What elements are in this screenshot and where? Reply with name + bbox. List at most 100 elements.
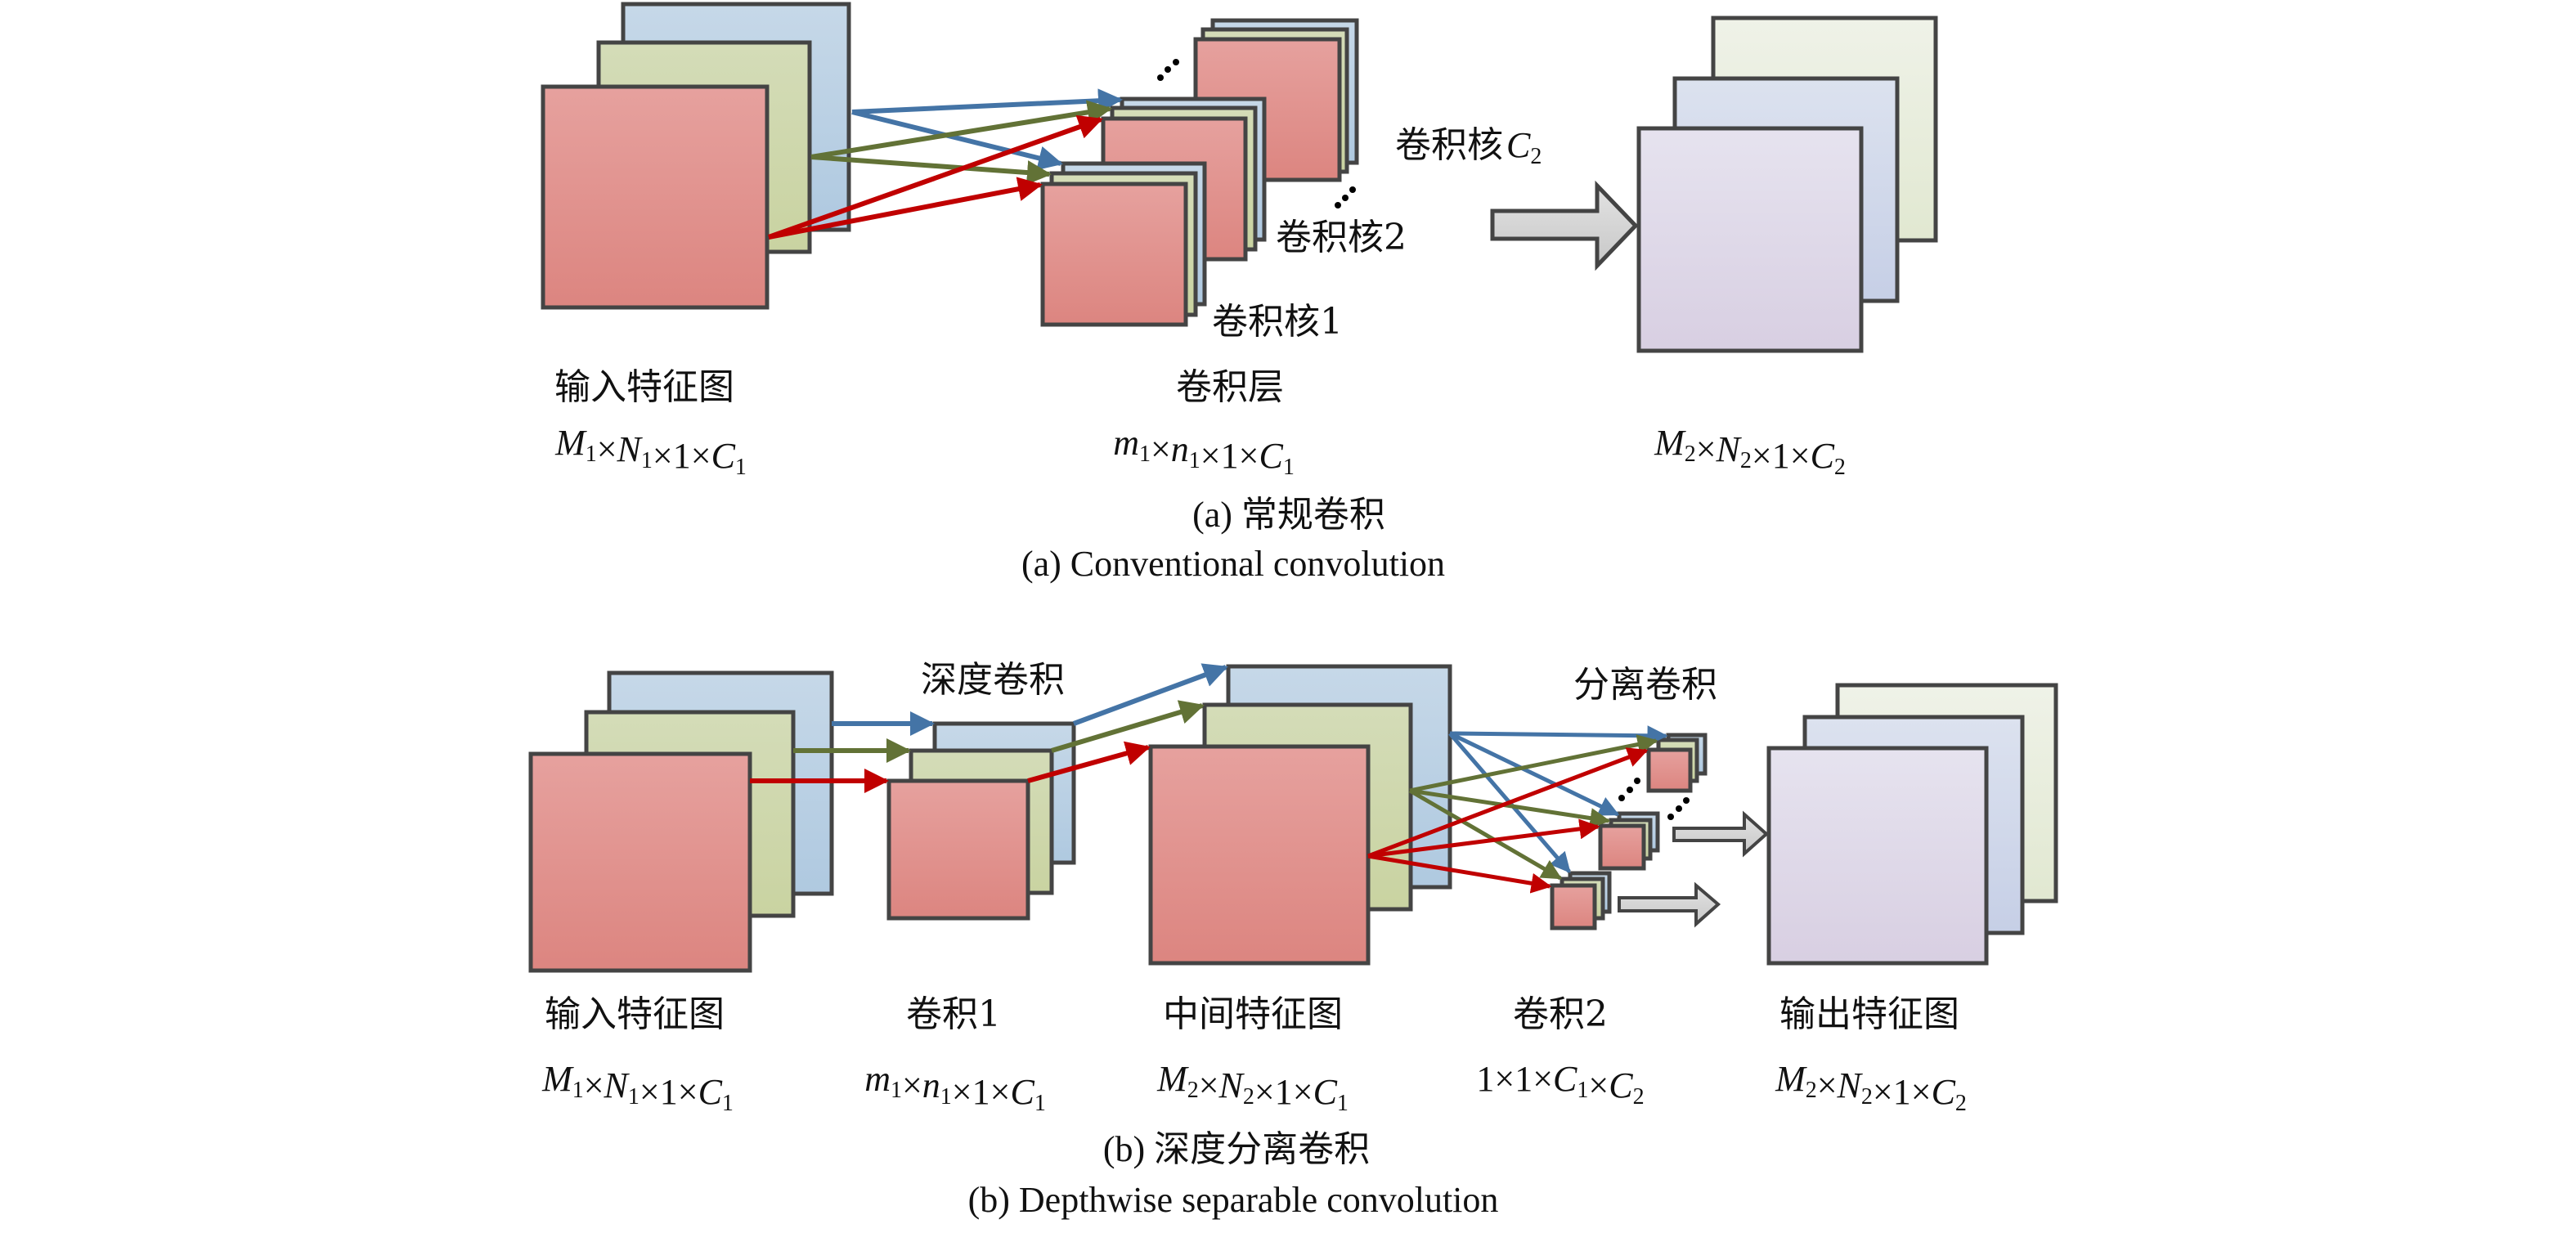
intermediate-feature-map-stack — [1148, 664, 1452, 966]
dim-subscript: 1 — [586, 442, 597, 467]
times-symbol: × — [584, 1065, 604, 1105]
dim-symbol: N — [1837, 1065, 1864, 1105]
dim-symbol: 1 — [1772, 436, 1790, 476]
dim-subscript: 1 — [1283, 455, 1295, 480]
input-channel-red — [541, 84, 770, 310]
times-symbol: × — [1790, 436, 1811, 476]
dim-symbol: M — [541, 1059, 574, 1099]
times-symbol: × — [1588, 1065, 1609, 1105]
panel-b-caption-cn: (b) 深度分离卷积 — [1103, 1129, 1370, 1169]
arrow-red — [1367, 747, 1649, 859]
dim-subscript: 1 — [722, 1091, 734, 1116]
times-symbol: × — [1293, 1072, 1313, 1112]
kernel-channel-red — [1040, 182, 1188, 327]
dim-symbol: 1 — [972, 1072, 990, 1112]
separable-conv-label: 分离卷积 — [1573, 664, 1717, 706]
arrow-blue — [851, 110, 1063, 171]
ellipsis-dots-left — [1618, 778, 1640, 801]
times-symbol: × — [1817, 1065, 1838, 1105]
times-symbol: × — [640, 1072, 660, 1112]
arrow-olive — [1409, 734, 1658, 793]
dim-subscript: 1 — [1139, 442, 1151, 467]
depthwise-arrows — [750, 663, 1228, 793]
dim-subscript: 2 — [1633, 1084, 1645, 1110]
dim-symbol: C — [1609, 1065, 1633, 1105]
dim-symbol: C — [698, 1072, 723, 1112]
dim-symbol: C — [1010, 1072, 1034, 1112]
dim-subscript: 2 — [1740, 448, 1752, 473]
stage-dims: M2×N2×1×C2 — [1775, 1059, 1967, 1116]
times-symbol: × — [1752, 436, 1772, 476]
panel-b-depthwise-separable: 深度卷积 分离卷积 输入特征图 卷积1 中间特征图 卷积2 输出特征图 M1×N… — [528, 659, 2058, 1220]
arrow-blue — [1072, 663, 1228, 726]
pointwise-channel-red — [1646, 747, 1693, 793]
times-symbol: × — [1200, 436, 1221, 476]
arrow-red — [768, 177, 1043, 240]
kernel-2-label: 卷积核2 — [1276, 217, 1407, 258]
stage-label: 输出特征图 — [1779, 993, 1959, 1035]
dim-subscript: 2 — [1806, 1078, 1817, 1103]
input-feature-map-label: 输入特征图 — [554, 366, 734, 408]
arrow-olive — [1408, 788, 1563, 881]
dim-symbol: N — [617, 429, 644, 469]
dim-symbol: 1 — [1893, 1072, 1911, 1112]
times-symbol: × — [691, 436, 711, 476]
stage-dims: M2×N2×1×C1 — [1156, 1059, 1349, 1116]
input-dims: M1×N1×1×C1 — [554, 423, 747, 480]
times-symbol: × — [1199, 1065, 1219, 1105]
dim-subscript: 1 — [1337, 1091, 1349, 1116]
dim-symbol: n — [1171, 429, 1189, 469]
small-right-arrow-icon — [1618, 881, 1721, 928]
arrow-blue — [1449, 725, 1668, 747]
stage-label: 中间特征图 — [1163, 993, 1343, 1035]
times-symbol: × — [653, 436, 673, 476]
output-channel-front — [1766, 746, 1989, 966]
panel-a-arrows — [767, 88, 1123, 240]
dim-symbol: M — [1156, 1059, 1189, 1099]
small-right-arrow-icon — [1672, 810, 1770, 858]
arrow-olive — [810, 155, 1052, 186]
dim-subscript: 1 — [628, 1084, 640, 1110]
conv-layer-dims: m1×n1×1×C1 — [1113, 423, 1295, 480]
times-symbol: × — [902, 1065, 922, 1105]
arrow-olive — [810, 100, 1112, 159]
panel-a-conventional: 卷积核C2 卷积核2 卷积核1 输入特征图 卷积层 M1×N1×1×C1 m1×… — [541, 2, 1938, 584]
input-feature-map-stack — [528, 670, 834, 973]
dim-symbol: M — [1775, 1059, 1807, 1099]
times-symbol: × — [990, 1072, 1011, 1112]
kernel-c2-label: 卷积核C2 — [1395, 124, 1542, 169]
stage-label: 卷积2 — [1513, 993, 1608, 1035]
depthwise-conv-stack — [886, 721, 1076, 921]
dim-symbol: C — [711, 436, 736, 476]
dim-subscript: 2 — [1243, 1084, 1254, 1110]
output-feature-map-stack — [1766, 683, 2058, 966]
dim-symbol: M — [1654, 423, 1686, 463]
pointwise-arrows — [1367, 725, 1668, 894]
conv-layer-label: 卷积层 — [1176, 366, 1284, 408]
dim-symbol: N — [1218, 1065, 1245, 1105]
dim-symbol: 1 — [1275, 1072, 1293, 1112]
times-symbol: × — [1239, 436, 1259, 476]
arrow-olive — [1409, 788, 1611, 828]
dim-symbol: N — [1716, 429, 1743, 469]
panel-b-caption-en: (b) Depthwise separable convolution — [968, 1180, 1499, 1220]
times-symbol: × — [952, 1072, 972, 1112]
stage-dims: m1×n1×1×C1 — [864, 1059, 1046, 1116]
input-channel-red — [528, 751, 752, 973]
stage-dims: 1×1×C1×C2 — [1476, 1059, 1644, 1110]
kernel-1-stack — [1040, 161, 1207, 327]
output-feature-map-stack — [1636, 16, 1938, 353]
times-symbol: × — [1254, 1072, 1275, 1112]
arrow-olive — [1051, 700, 1205, 753]
dim-symbol: 1 — [1221, 436, 1239, 476]
dim-subscript: 1 — [1577, 1078, 1588, 1103]
arrow-red — [1367, 818, 1600, 859]
stage-dims: M1×N1×1×C1 — [541, 1059, 734, 1116]
dim-symbol: C — [1553, 1059, 1577, 1099]
output-channel-front — [1636, 126, 1864, 353]
dim-subscript: 2 — [1861, 1084, 1873, 1110]
depthwise-conv-label: 深度卷积 — [921, 659, 1065, 701]
dim-subscript: 2 — [1834, 455, 1846, 480]
dim-subscript: 1 — [641, 448, 653, 473]
times-symbol: × — [1494, 1059, 1515, 1099]
